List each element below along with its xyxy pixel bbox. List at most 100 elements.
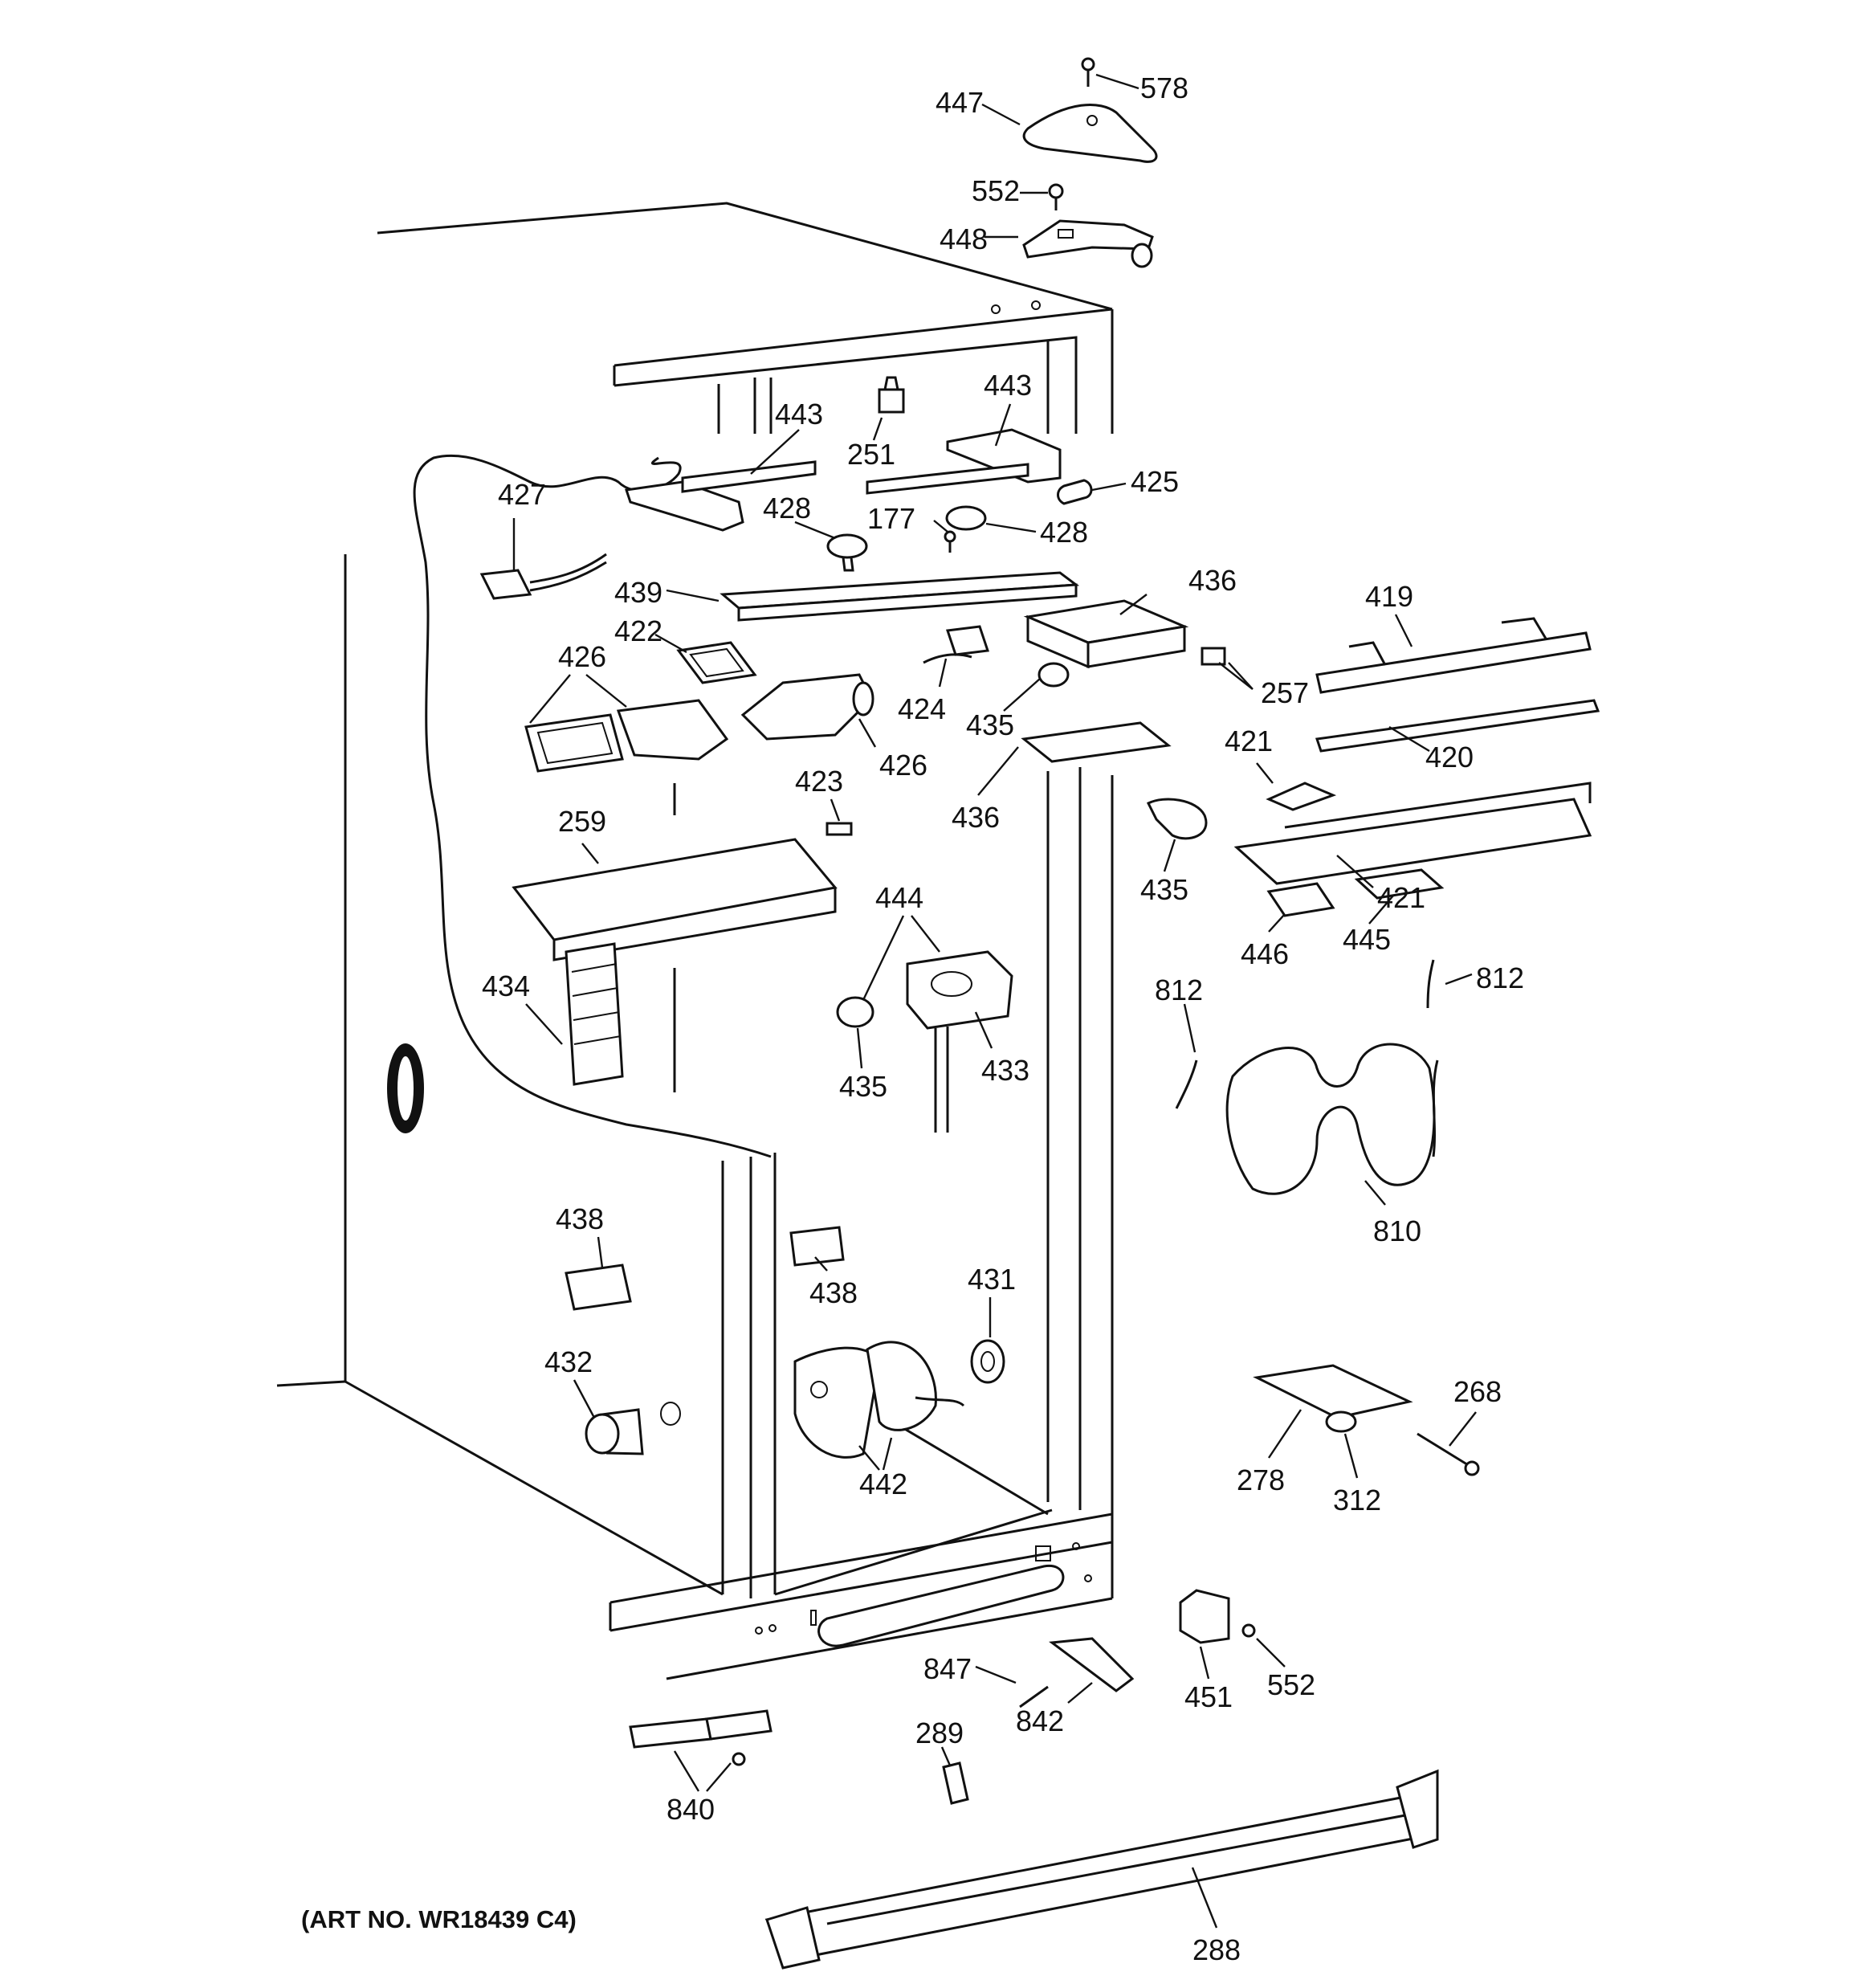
- part-number-label-812: 812: [1476, 961, 1524, 994]
- part-number-label-447: 447: [936, 86, 984, 119]
- part-428-gear-left: [826, 533, 868, 572]
- part-number-label-419: 419: [1365, 580, 1413, 613]
- part-421-gasket: [1266, 782, 1337, 811]
- leader-lines: [512, 73, 1477, 1929]
- part-434-vent-grille: [565, 942, 624, 1086]
- part-number-label-426: 426: [558, 640, 606, 673]
- part-436-lower-cover: [1021, 721, 1172, 763]
- part-number-label-426: 426: [879, 749, 927, 782]
- part-251-clip: [878, 376, 905, 414]
- part-552-screw-lower: [1241, 1623, 1256, 1638]
- part-number-label-840: 840: [667, 1793, 715, 1826]
- part-number-label-433: 433: [981, 1054, 1029, 1087]
- part-812-hose-right: [1426, 959, 1435, 1009]
- part-445-bracket: [1354, 868, 1445, 900]
- part-number-label-421: 421: [1377, 881, 1425, 914]
- part-840-blocks: [629, 1709, 773, 1766]
- part-444-socket-housing: [906, 950, 1013, 1133]
- part-number-label-177: 177: [867, 502, 915, 535]
- part-439-control-plate: [720, 571, 1080, 622]
- part-number-label-427: 427: [498, 478, 546, 511]
- part-number-label-842: 842: [1016, 1704, 1064, 1737]
- part-number-label-312: 312: [1333, 1484, 1381, 1517]
- part-number-label-448: 448: [940, 222, 988, 255]
- part-578-screw: [1081, 57, 1095, 87]
- part-number-label-442: 442: [859, 1468, 907, 1500]
- part-447-hinge-cover: [1022, 104, 1158, 163]
- part-420-strip: [1315, 699, 1600, 753]
- part-426-right-damper: [740, 673, 874, 741]
- part-419-trim: [1315, 617, 1592, 694]
- part-number-label-810: 810: [1373, 1214, 1421, 1247]
- part-number-label-257: 257: [1261, 676, 1309, 709]
- part-number-label-435: 435: [966, 708, 1014, 741]
- part-number-label-428: 428: [1040, 516, 1088, 549]
- part-422-frame: [676, 641, 757, 684]
- part-435-socket-lower: [836, 996, 874, 1028]
- part-number-label-552: 552: [1267, 1668, 1315, 1701]
- part-268-long-screw: [1417, 1432, 1480, 1476]
- part-427-wire-connector: [479, 553, 607, 600]
- part-438-right-switch: [789, 1226, 845, 1267]
- part-431-grommet: [970, 1339, 1005, 1384]
- part-number-label-451: 451: [1184, 1680, 1233, 1713]
- cabinet-outline: [276, 202, 1114, 1680]
- part-number-label-425: 425: [1131, 465, 1179, 498]
- part-number-label-434: 434: [482, 970, 530, 1002]
- part-number-label-444: 444: [875, 881, 923, 914]
- part-288-base-grille: [764, 1769, 1439, 1970]
- part-428-gear-right: [945, 505, 987, 531]
- part-number-label-847: 847: [923, 1652, 972, 1685]
- part-257-switch: [1201, 647, 1226, 666]
- part-number-label-288: 288: [1192, 1933, 1241, 1966]
- part-number-label-251: 251: [847, 438, 895, 471]
- part-448-hinge-bracket: [1022, 219, 1154, 268]
- part-312-roller: [1325, 1410, 1357, 1433]
- part-421-light-pan: [1233, 782, 1592, 885]
- part-number-label-443: 443: [775, 398, 823, 431]
- part-number-label-445: 445: [1343, 923, 1391, 956]
- part-number-label-435: 435: [839, 1070, 887, 1103]
- part-289-clip: [942, 1761, 969, 1805]
- part-number-label-439: 439: [614, 576, 662, 609]
- part-number-label-278: 278: [1237, 1463, 1285, 1496]
- part-number-label-268: 268: [1453, 1375, 1502, 1408]
- part-435-socket-upper: [1037, 662, 1070, 688]
- part-436-upper-housing: [1023, 599, 1189, 669]
- part-number-label-289: 289: [915, 1717, 964, 1749]
- part-425-plug: [1057, 479, 1093, 505]
- part-435-bulb: [1146, 798, 1208, 840]
- part-number-label-436: 436: [952, 801, 1000, 834]
- part-number-label-422: 422: [614, 614, 662, 647]
- part-842-bracket: [1049, 1637, 1135, 1692]
- part-number-label-420: 420: [1425, 741, 1474, 774]
- part-number-label-424: 424: [898, 692, 946, 725]
- part-number-label-428: 428: [763, 492, 811, 525]
- part-438-left-switch: [565, 1263, 632, 1311]
- part-number-label-436: 436: [1188, 564, 1237, 597]
- part-number-label-259: 259: [558, 805, 606, 838]
- part-424-thermostat: [923, 625, 990, 664]
- part-278-bracket: [1253, 1364, 1413, 1419]
- part-426-left-duct: [524, 699, 729, 773]
- part-442-fan-assembly: [793, 1341, 965, 1459]
- part-810-defrost-heater: [1225, 1043, 1439, 1195]
- part-number-label-446: 446: [1241, 937, 1289, 970]
- part-443-right-bracket: [866, 428, 1062, 495]
- part-number-label-438: 438: [556, 1202, 604, 1235]
- part-812-hose-left: [1175, 1059, 1198, 1109]
- part-552-screw-top: [1048, 183, 1064, 210]
- part-number-label-578: 578: [1140, 71, 1188, 104]
- part-number-label-431: 431: [968, 1263, 1016, 1296]
- part-423-bulb-holder: [826, 822, 853, 836]
- part-443-left-bracket: [625, 460, 817, 532]
- part-432-plug: [585, 1402, 681, 1455]
- part-number-label-435: 435: [1140, 873, 1188, 906]
- part-number-label-443: 443: [984, 369, 1032, 402]
- part-number-label-438: 438: [809, 1276, 858, 1309]
- part-number-label-552: 552: [972, 174, 1020, 207]
- part-number-label-432: 432: [544, 1345, 593, 1378]
- part-847-spring: [1019, 1685, 1049, 1708]
- part-number-label-423: 423: [795, 765, 843, 798]
